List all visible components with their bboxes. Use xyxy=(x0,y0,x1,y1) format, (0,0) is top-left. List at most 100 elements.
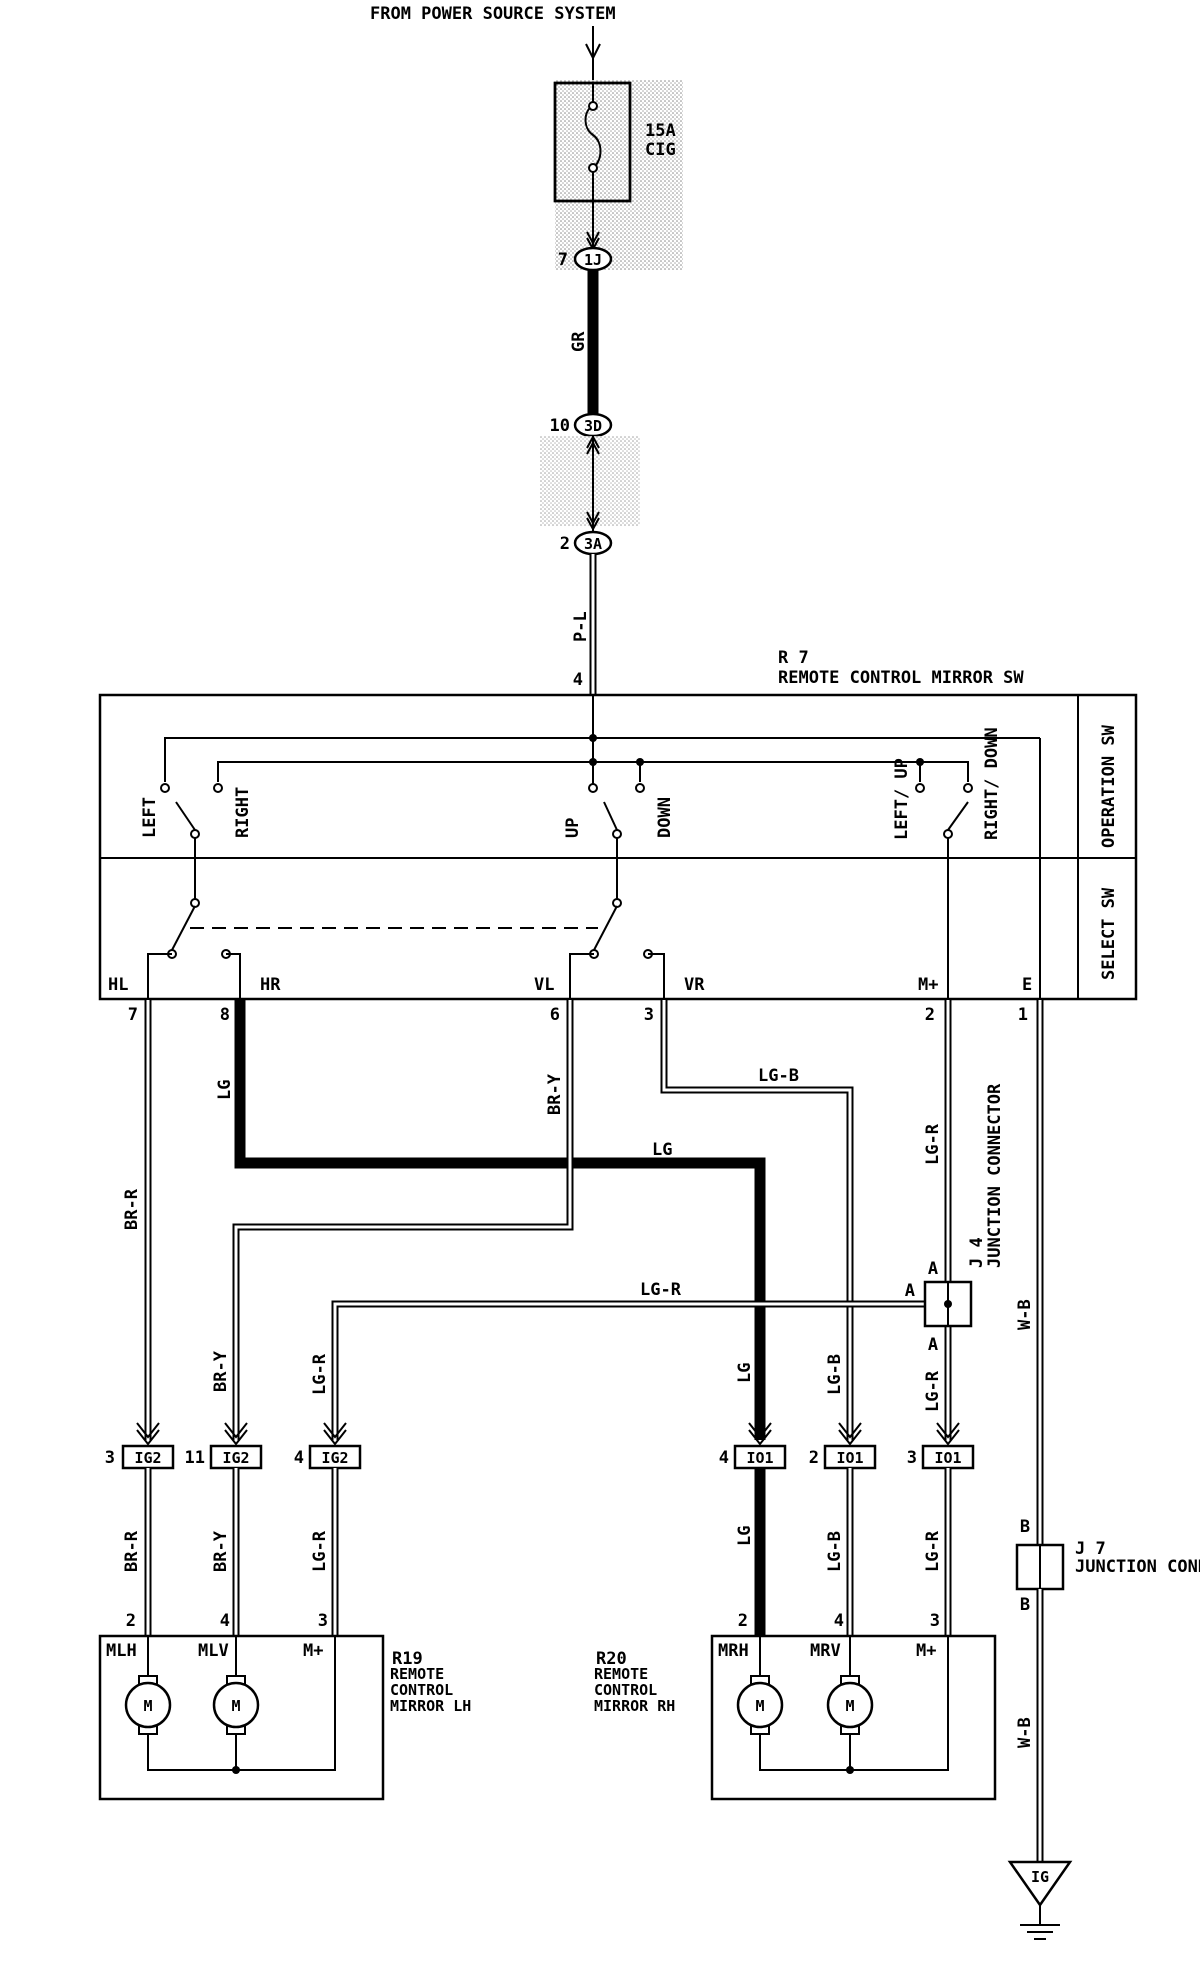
wire-label-lg-4: LG xyxy=(735,1526,755,1546)
mirror-lh-pin-1: 2 xyxy=(126,1611,136,1631)
mirror-lh-code: R19 xyxy=(392,1649,423,1669)
wire-label-br-y-1: BR-Y xyxy=(545,1073,565,1115)
io1-b-pin: 2 xyxy=(809,1448,819,1468)
pin-vl: 6 xyxy=(550,1005,560,1025)
wire-label-lg-b-3: LG-B xyxy=(825,1531,845,1572)
wire-br-y xyxy=(232,1000,574,1440)
svg-text:M: M xyxy=(231,1697,240,1715)
j7-pin-top: B xyxy=(1020,1517,1030,1537)
wire-label-lg-1: LG xyxy=(215,1080,235,1100)
connector-3d-pin: 10 xyxy=(550,416,570,436)
mirror-rh-box xyxy=(710,1634,997,1801)
wire-label-lg-b-1: LG-B xyxy=(758,1066,799,1086)
wire-label-lg-3: LG xyxy=(735,1363,755,1383)
ground-ig xyxy=(1007,1860,1073,1908)
pin-hr: 8 xyxy=(220,1005,230,1025)
wire-label-w-b-1: W-B xyxy=(1015,1299,1035,1330)
svg-text:IO1: IO1 xyxy=(746,1449,773,1467)
mirror-lh-terminal-m-plus: M+ xyxy=(303,1641,323,1661)
terminal-m-plus: M+ xyxy=(918,975,938,995)
mirror-lh-pin-3: 3 xyxy=(318,1611,328,1631)
wire-label-br-r: BR-R xyxy=(122,1188,142,1230)
connector-1j-id: 1J xyxy=(584,251,602,269)
svg-text:IO1: IO1 xyxy=(836,1449,863,1467)
source-arrow xyxy=(585,43,601,61)
pin-e: 1 xyxy=(1018,1005,1028,1025)
svg-text:IO1: IO1 xyxy=(934,1449,961,1467)
j4-code: J 4 xyxy=(967,1237,987,1268)
connector-1j-pin: 7 xyxy=(558,250,568,270)
contact-up: UP xyxy=(563,818,583,838)
switch-input-pin: 4 xyxy=(573,670,583,690)
select-sw-label: SELECT SW xyxy=(1099,887,1119,980)
mirror-lh-box xyxy=(98,1634,385,1801)
svg-text:M: M xyxy=(755,1697,764,1715)
contact-right-down: RIGHT/ DOWN xyxy=(982,727,1002,840)
io1-a-pin: 4 xyxy=(719,1448,729,1468)
connector-3a-pin: 2 xyxy=(560,534,570,554)
svg-text:IG2: IG2 xyxy=(222,1449,249,1467)
motor-rh-h-icon: M xyxy=(736,1675,784,1735)
mirror-rh-pin-3: 3 xyxy=(930,1611,940,1631)
mirror-rh-terminal-mrh: MRH xyxy=(718,1641,749,1661)
terminal-hr: HR xyxy=(260,975,281,995)
pin-m-plus: 2 xyxy=(925,1005,935,1025)
motor-lh-h-icon: M xyxy=(124,1675,172,1735)
svg-text:IG2: IG2 xyxy=(134,1449,161,1467)
wire-label-lg-2: LG xyxy=(652,1140,672,1160)
wire-label-br-y-3: BR-Y xyxy=(211,1530,231,1572)
j7-pin-bottom: B xyxy=(1020,1595,1030,1615)
wire-label-lg-r-5: LG-R xyxy=(310,1530,330,1572)
wire-label-lg-b-2: LG-B xyxy=(825,1354,845,1395)
wire-label-lg-r-3: LG-R xyxy=(640,1280,682,1300)
operation-sw-label: OPERATION SW xyxy=(1099,724,1119,848)
terminal-vl: VL xyxy=(534,975,554,995)
j4-name: JUNCTION CONNECTOR xyxy=(985,1083,1005,1268)
mirror-rh-terminal-m-plus: M+ xyxy=(916,1641,936,1661)
wire-label-lg-r-1: LG-R xyxy=(923,1123,943,1165)
ig2-b-pin: 11 xyxy=(185,1448,205,1468)
pin-hl: 7 xyxy=(128,1005,138,1025)
mirror-rh-terminal-mrv: MRV xyxy=(810,1641,841,1661)
mirror-lh-name: REMOTE CONTROL MIRROR LH xyxy=(390,1666,472,1715)
fuse-name: CIG xyxy=(645,140,676,160)
terminal-hl: HL xyxy=(108,975,128,995)
svg-text:IG2: IG2 xyxy=(321,1449,348,1467)
switch-code: R 7 xyxy=(778,648,809,668)
wire-label-br-y-2: BR-Y xyxy=(211,1350,231,1392)
contact-left: LEFT xyxy=(140,797,160,838)
j4-pin-left: A xyxy=(905,1281,915,1301)
mirror-rh-pin-1: 2 xyxy=(738,1611,748,1631)
terminal-vr: VR xyxy=(684,975,705,995)
pin-vr: 3 xyxy=(644,1005,654,1025)
svg-text:M: M xyxy=(143,1697,152,1715)
motor-lh-v-icon: M xyxy=(212,1675,260,1735)
mirror-lh-pin-2: 4 xyxy=(220,1611,230,1631)
motor-rh-v-icon: M xyxy=(826,1675,874,1735)
junction-block-shading xyxy=(555,80,683,270)
terminal-e: E xyxy=(1022,975,1032,995)
j4-pin-bottom: A xyxy=(928,1335,938,1355)
fuse-rating: 15A xyxy=(645,121,676,141)
mirror-lh-terminal-mlh: MLH xyxy=(106,1641,137,1661)
wire-label-gr: GR xyxy=(569,331,589,352)
wire-label-br-r-2: BR-R xyxy=(122,1530,142,1572)
wire-label-lg-r-2: LG-R xyxy=(923,1370,943,1412)
contact-left-up: LEFT/ UP xyxy=(892,758,912,840)
io1-c-pin: 3 xyxy=(907,1448,917,1468)
mirror-lh-terminal-mlv: MLV xyxy=(198,1641,229,1661)
connector-3a-id: 3A xyxy=(584,535,602,553)
mirror-rh-pin-2: 4 xyxy=(834,1611,844,1631)
connector-3d-id: 3D xyxy=(584,417,602,435)
ig2-c-pin: 4 xyxy=(294,1448,304,1468)
svg-text:M: M xyxy=(845,1697,854,1715)
wire-label-w-b-2: W-B xyxy=(1015,1717,1035,1748)
switch-name: REMOTE CONTROL MIRROR SW xyxy=(778,668,1024,688)
contact-right: RIGHT xyxy=(233,787,253,838)
source-label: FROM POWER SOURCE SYSTEM xyxy=(370,4,616,24)
j7-code: J 7 xyxy=(1075,1539,1106,1559)
switch-r7-box xyxy=(98,693,1138,1001)
mirror-rh-name: REMOTE CONTROL MIRROR RH xyxy=(594,1666,676,1715)
wire-label-lg-r-6: LG-R xyxy=(923,1530,943,1572)
